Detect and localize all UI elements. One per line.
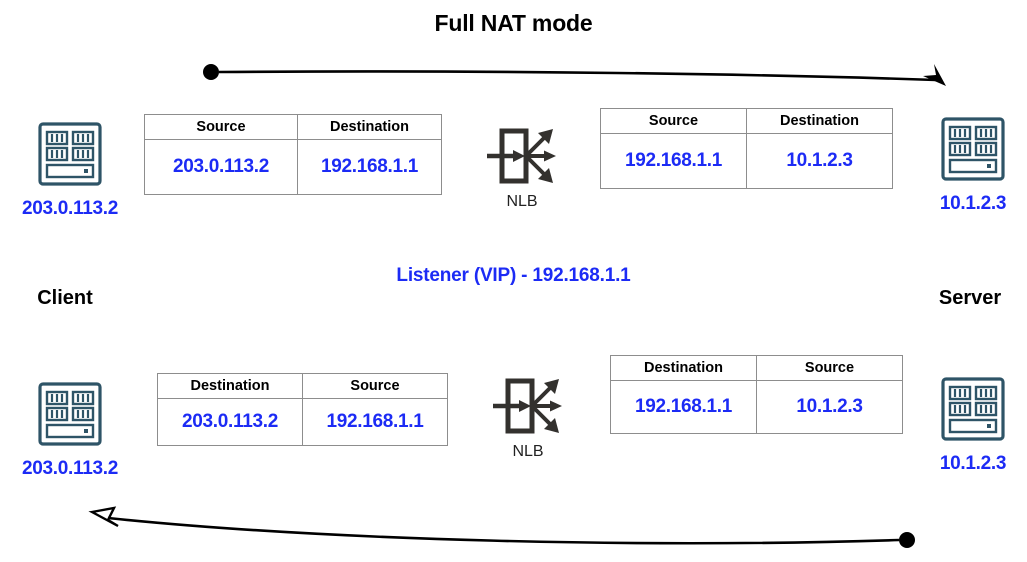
request-pre-nat-table: Source Destination 203.0.113.2 192.168.1… <box>144 114 442 195</box>
request-arrowhead <box>923 64 946 86</box>
column-header-source: Source <box>756 355 903 381</box>
load-balancer-icon <box>487 128 556 184</box>
cell-destination-ip: 192.168.1.1 <box>610 380 757 434</box>
table-header-row: Destination Source <box>610 355 903 381</box>
client-ip-top: 203.0.113.2 <box>21 198 119 219</box>
listener-vip-label: Listener (VIP) - 192.168.1.1 <box>396 265 631 286</box>
request-start-dot <box>203 64 219 80</box>
request-arrow-line <box>218 70 937 82</box>
server-rack-icon <box>941 377 1005 441</box>
column-header-source: Source <box>302 373 448 399</box>
cell-destination-ip: 192.168.1.1 <box>297 139 442 195</box>
cell-source-ip: 10.1.2.3 <box>756 380 903 434</box>
column-header-source: Source <box>600 108 747 134</box>
table-row: 192.168.1.1 10.1.2.3 <box>610 380 903 434</box>
page-title: Full NAT mode <box>434 10 593 36</box>
response-start-dot <box>899 532 915 548</box>
column-header-destination: Destination <box>610 355 757 381</box>
client-host-top: 203.0.113.2 <box>5 118 135 220</box>
client-ip-bottom: 203.0.113.2 <box>21 458 119 479</box>
table-header-row: Destination Source <box>157 373 448 399</box>
column-header-destination: Destination <box>746 108 893 134</box>
nlb-label-top: NLB <box>506 193 538 210</box>
request-flow-arrow <box>203 64 946 86</box>
client-host-bottom: 203.0.113.2 <box>5 378 135 480</box>
column-header-source: Source <box>144 114 298 140</box>
load-balancer-icon <box>493 378 562 434</box>
table-row: 203.0.113.2 192.168.1.1 <box>157 398 448 446</box>
request-post-nat-table: Source Destination 192.168.1.1 10.1.2.3 <box>600 108 893 189</box>
server-ip-top: 10.1.2.3 <box>939 193 1007 214</box>
client-label: Client <box>37 287 93 309</box>
response-arrow-line <box>107 516 900 545</box>
response-arrowhead <box>88 506 119 528</box>
server-host-bottom: 10.1.2.3 <box>908 373 1027 475</box>
server-rack-icon <box>941 117 1005 181</box>
server-ip-bottom: 10.1.2.3 <box>939 453 1007 474</box>
cell-destination-ip: 203.0.113.2 <box>157 398 303 446</box>
cell-source-ip: 203.0.113.2 <box>144 139 298 195</box>
cell-source-ip: 192.168.1.1 <box>302 398 448 446</box>
column-header-destination: Destination <box>157 373 303 399</box>
cell-source-ip: 192.168.1.1 <box>600 133 747 189</box>
table-header-row: Source Destination <box>144 114 442 140</box>
nlb-label-bottom: NLB <box>512 443 544 460</box>
response-post-nat-table: Destination Source 203.0.113.2 192.168.1… <box>157 373 448 446</box>
table-row: 203.0.113.2 192.168.1.1 <box>144 139 442 195</box>
nlb-node-top: NLB <box>467 125 577 211</box>
column-header-destination: Destination <box>297 114 442 140</box>
table-row: 192.168.1.1 10.1.2.3 <box>600 133 893 189</box>
server-rack-icon <box>38 122 102 186</box>
server-label: Server <box>938 287 1002 309</box>
cell-destination-ip: 10.1.2.3 <box>746 133 893 189</box>
server-rack-icon <box>38 382 102 446</box>
nlb-node-bottom: NLB <box>473 375 583 461</box>
table-header-row: Source Destination <box>600 108 893 134</box>
response-pre-nat-table: Destination Source 192.168.1.1 10.1.2.3 <box>610 355 903 434</box>
server-host-top: 10.1.2.3 <box>908 113 1027 215</box>
response-flow-arrow <box>88 506 915 548</box>
